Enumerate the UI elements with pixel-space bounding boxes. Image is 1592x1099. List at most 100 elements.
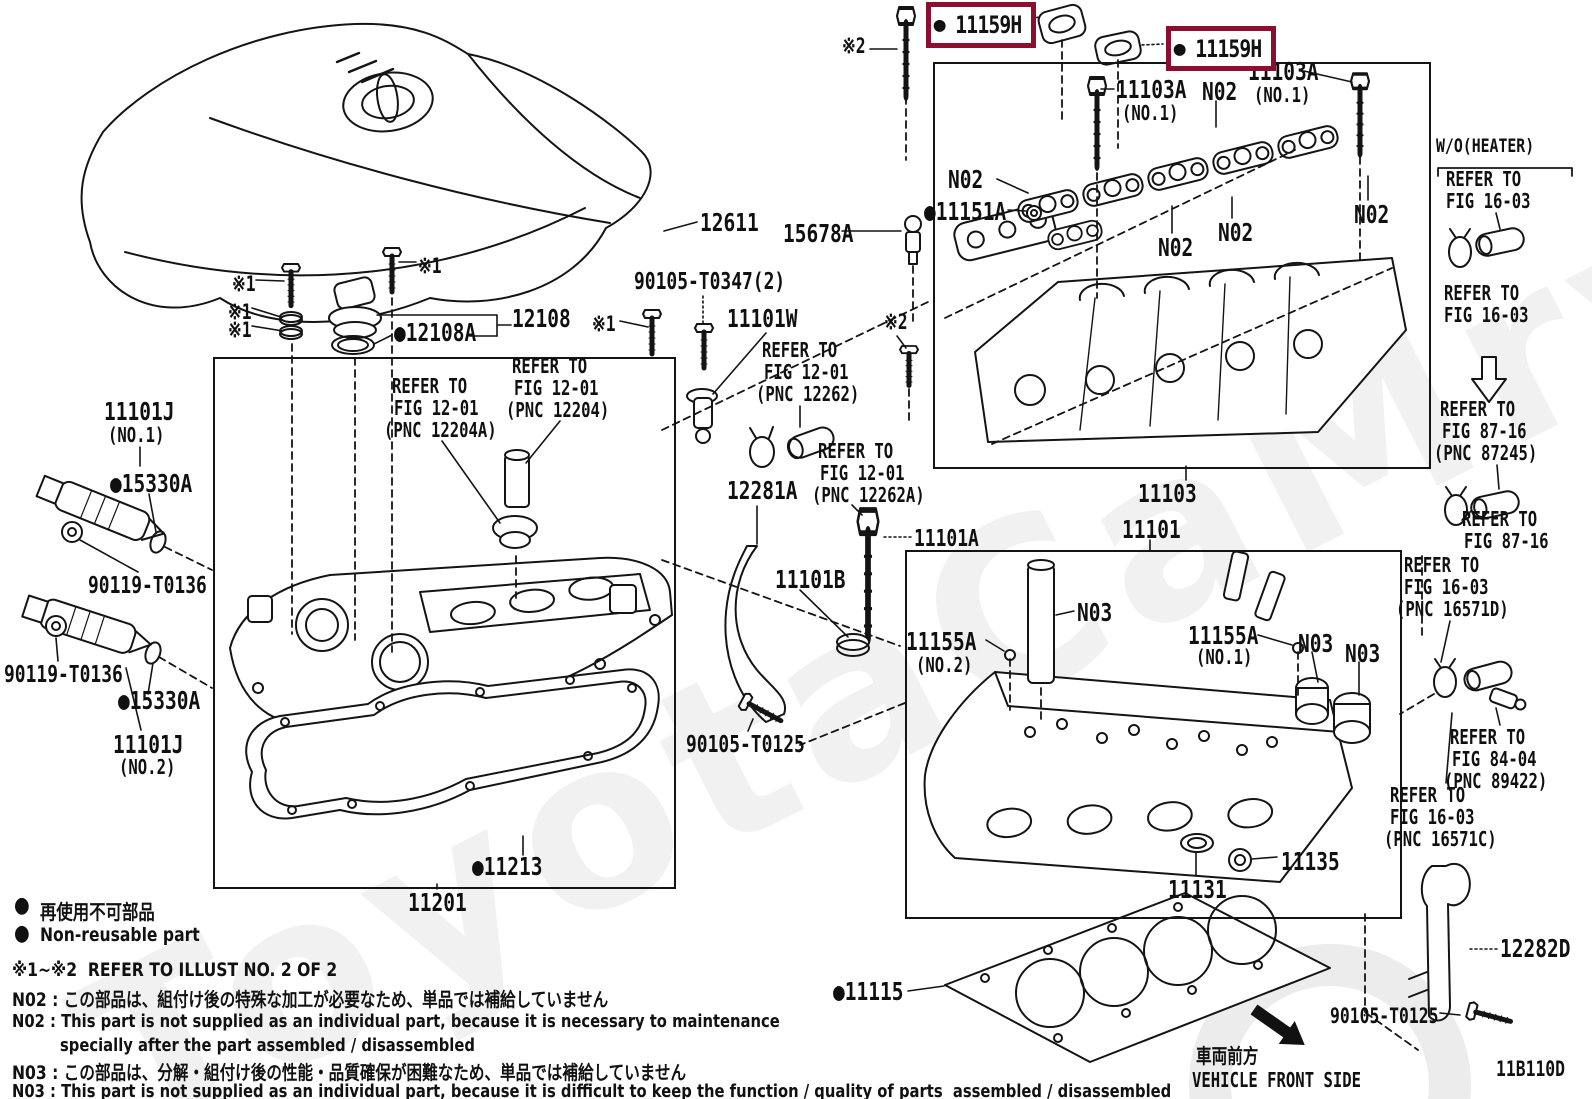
highlighted-part-11159H-1[interactable]: ● 11159H xyxy=(926,2,1036,48)
service-note-label: N03 xyxy=(1298,629,1334,658)
part-number-label[interactable]: 12282D xyxy=(1500,934,1571,963)
part-number-label[interactable]: 15678A xyxy=(783,219,854,248)
legend-n03-en: N03 : This part is not supplied as an in… xyxy=(12,1081,1172,1099)
service-note-label: N02 xyxy=(948,165,984,194)
refer-to-label: (PNC 12262) xyxy=(756,382,860,406)
refer-to-label: (PNC 16571C) xyxy=(1384,827,1497,851)
part-number-label[interactable]: 90105-T0347(2) xyxy=(634,269,786,295)
legend-non-reusable-jp: 再使用不可部品 xyxy=(40,900,155,924)
refer-to-label: REFER TO xyxy=(1444,281,1520,305)
non-reusable-dot-icon: ● xyxy=(1173,35,1186,60)
refer-to-label: (PNC 12204A) xyxy=(384,418,497,442)
part-number-label[interactable]: 11103 xyxy=(1138,479,1197,508)
refer-to-label: FIG 16-03 xyxy=(1446,189,1531,213)
oil-cap-drawing xyxy=(251,248,713,368)
part-number-label[interactable]: 11101B xyxy=(775,565,846,594)
legend-n02-en-line1: N02 : This part is not supplied as an in… xyxy=(12,1011,780,1032)
refer-to-label: (PNC 12262A) xyxy=(812,483,925,507)
non-reusable-dot-icon: ● xyxy=(933,12,946,36)
cylinder-head-group-box xyxy=(905,550,1402,919)
refer-to-label: REFER TO xyxy=(1404,553,1480,577)
highlighted-part-11159H-2[interactable]: ● 11159H xyxy=(1166,26,1276,71)
part-number-label[interactable]: 11101W xyxy=(727,304,798,333)
non-reusable-dot-icon: ● xyxy=(14,893,30,918)
refer-to-label: REFER TO xyxy=(1390,783,1466,807)
part-number-label[interactable]: 11101 xyxy=(1122,515,1181,544)
highlighted-part-label: 11159H xyxy=(954,11,1022,39)
right-refer-parts-drawing xyxy=(1399,167,1573,784)
service-note-label: N03 xyxy=(1077,598,1113,627)
refer-to-label: FIG 87-16 xyxy=(1464,529,1549,553)
legend-ref-note: ※1~※2 REFER TO ILLUST NO. 2 OF 2 xyxy=(12,959,338,981)
marker-label: ※2 xyxy=(842,34,866,58)
heater-pipe-hook-drawing xyxy=(1364,863,1513,1051)
refer-to-label: REFER TO xyxy=(1446,167,1522,191)
service-note-label: N03 xyxy=(1345,639,1381,668)
watermark-swoosh xyxy=(1189,944,1471,1099)
part-number-label[interactable]: 11201 xyxy=(408,888,467,917)
highlighted-part-label: 11159H xyxy=(1194,34,1262,63)
legend-non-reusable-en: Non-reusable part xyxy=(40,924,200,946)
refer-to-label: REFER TO xyxy=(818,439,894,463)
refer-to-label: FIG 84-04 xyxy=(1452,747,1537,771)
front-side-label-jp: 車両前方 xyxy=(1196,1044,1259,1068)
valve-cover-drawing xyxy=(229,297,673,890)
marker-label: (NO.1) xyxy=(1122,101,1179,125)
refer-to-label: REFER TO xyxy=(392,374,468,398)
part-number-label[interactable]: 11131 xyxy=(1168,875,1227,904)
refer-to-label: (PNC 87245) xyxy=(1434,441,1538,465)
marker-label: (NO.1) xyxy=(108,423,165,447)
refer-to-label: FIG 87-16 xyxy=(1442,419,1527,443)
legend-n03-jp: N03 : この部品は、分解・組付け後の性能・品質確保が困難なため、単品では補給… xyxy=(12,1062,687,1084)
marker-label: ※1 xyxy=(232,272,256,296)
refer-to-label: REFER TO xyxy=(762,338,838,362)
refer-to-label: FIG 12-01 xyxy=(820,461,905,485)
vehicle-front-arrow xyxy=(1250,1004,1305,1046)
marker-label: (NO.2) xyxy=(119,755,176,779)
part-number-label[interactable]: ●15330A xyxy=(110,469,193,498)
refer-to-label: FIG 16-03 xyxy=(1390,805,1475,829)
refer-to-label: FIG 12-01 xyxy=(394,396,479,420)
refer-to-label: (PNC 89422) xyxy=(1444,769,1548,793)
engine-cover-drawing xyxy=(80,22,698,323)
camshaft-group-box xyxy=(933,62,1431,469)
front-side-label-en: VEHICLE FRONT SIDE xyxy=(1192,1068,1362,1092)
part-number-label[interactable]: 11101J xyxy=(113,730,184,759)
part-number-label[interactable]: ●11213 xyxy=(472,852,543,881)
part-number-label[interactable]: 11135 xyxy=(1281,847,1340,876)
refer-to-label: REFER TO xyxy=(1440,397,1516,421)
non-reusable-dot-icon: ● xyxy=(14,921,30,946)
marker-label: ※2 xyxy=(884,310,908,334)
marker-label: (NO.1) xyxy=(1254,83,1311,107)
part-number-label[interactable]: 11103A xyxy=(1116,75,1187,104)
part-number-label[interactable]: 12281A xyxy=(727,476,798,505)
refer-to-label: W/O(HEATER) xyxy=(1436,135,1535,157)
part-number-label[interactable]: 11101J xyxy=(104,397,175,426)
part-number-label[interactable]: ●12108A xyxy=(394,318,477,347)
part-number-label[interactable]: 90119-T0136 xyxy=(4,662,123,688)
refer-to-label: (PNC 12204) xyxy=(506,398,610,422)
part-number-label[interactable]: 90105-T0125 xyxy=(1330,1004,1439,1028)
service-note-label: N02 xyxy=(1354,200,1390,229)
part-number-label[interactable]: 11155A xyxy=(906,627,977,656)
part-number-label[interactable]: ●11115 xyxy=(833,977,904,1006)
oil-control-valves-drawing xyxy=(21,446,213,731)
middle-parts-drawing xyxy=(661,8,929,746)
part-number-label[interactable]: ●11151A xyxy=(924,197,1007,226)
refer-to-label: FIG 12-01 xyxy=(514,376,599,400)
part-number-label[interactable]: 12108 xyxy=(512,304,571,333)
part-number-label[interactable]: 90105-T0125 xyxy=(686,732,805,758)
part-number-label[interactable]: ●15330A xyxy=(118,686,201,715)
marker-label: (NO.1) xyxy=(1196,645,1253,669)
camshaft-housing-drawing xyxy=(944,3,1407,481)
part-number-label[interactable]: 12611 xyxy=(700,208,759,237)
legend-n02-en-line2: specially after the part assembled / dis… xyxy=(60,1035,475,1056)
part-number-label[interactable]: 90119-T0136 xyxy=(88,573,207,599)
part-number-label[interactable]: 11101A xyxy=(914,526,979,552)
part-number-label[interactable]: 11155A xyxy=(1188,621,1259,650)
refer-to-label: FIG 16-03 xyxy=(1404,575,1489,599)
cylinder-head-drawing xyxy=(923,539,1371,883)
sheet-code: 11B110D xyxy=(1496,1057,1566,1081)
refer-to-label: (PNC 16571D) xyxy=(1396,597,1509,621)
